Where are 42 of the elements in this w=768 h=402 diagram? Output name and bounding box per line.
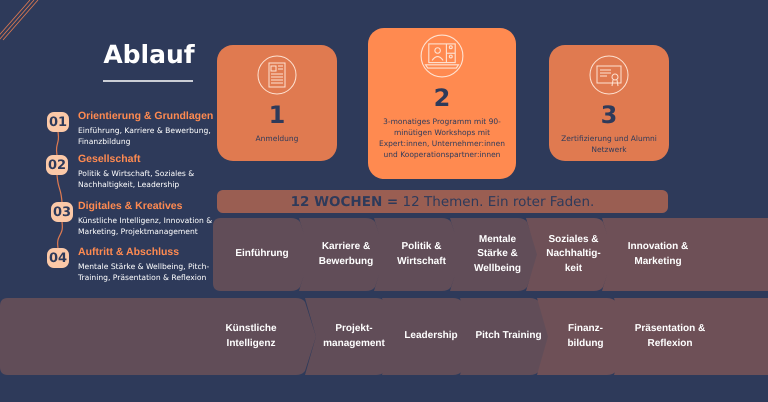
step-label: Einführung (235, 247, 289, 262)
step-label: Karriere & Bewerbung (318, 240, 374, 268)
section-heading: Gesellschaft (78, 153, 140, 165)
chevron-step (523, 218, 614, 291)
step-label: Soziales & Nachhaltig-keit (545, 232, 602, 276)
step-label: Politik & Wirtschaft (396, 240, 447, 268)
chevron-step (213, 218, 311, 291)
chevron-step (371, 218, 462, 291)
step-label: Leadership (404, 329, 458, 344)
chevron-step (296, 218, 386, 291)
chevron-step (611, 298, 768, 375)
step-label: Künstliche Intelligenz (224, 322, 278, 350)
chevron-step (0, 298, 316, 375)
number-text: 02 (48, 158, 66, 172)
chevron-step (447, 218, 538, 291)
section-heading: Auftritt & Abschluss (78, 246, 180, 258)
step-number: 1 (268, 103, 286, 127)
banner-text: 12 WOCHEN = 12 Themen. Ein roter Faden. (290, 194, 594, 210)
section-heading: Orientierung & Grundlagen (78, 110, 214, 122)
step-card (217, 45, 337, 161)
connector-line (56, 132, 60, 156)
step-number: 2 (434, 86, 450, 110)
step-label: Mentale Stärke & Wellbeing (472, 232, 522, 276)
step-label: Innovation & Marketing (626, 240, 690, 268)
step-label: Pitch Training (475, 329, 542, 344)
number-text: 04 (48, 250, 68, 266)
title: Ablauf (103, 40, 195, 69)
number-text: 01 (48, 114, 68, 130)
chevron-step (599, 218, 768, 291)
banner (217, 190, 668, 213)
step-label: Projekt-management (322, 322, 386, 350)
step-number: 3 (600, 103, 618, 127)
chevron-step (457, 298, 550, 375)
step-label: Finanz-bildung (566, 322, 605, 350)
step-card (368, 28, 516, 179)
step-card (549, 45, 669, 161)
connector-line (56, 174, 63, 202)
section-heading: Digitales & Kreatives (78, 200, 182, 212)
number-text: 03 (52, 204, 72, 220)
chevron-step (302, 298, 396, 375)
step-label: Präsentation & Reflexion (634, 322, 706, 350)
connector-line (57, 222, 63, 248)
